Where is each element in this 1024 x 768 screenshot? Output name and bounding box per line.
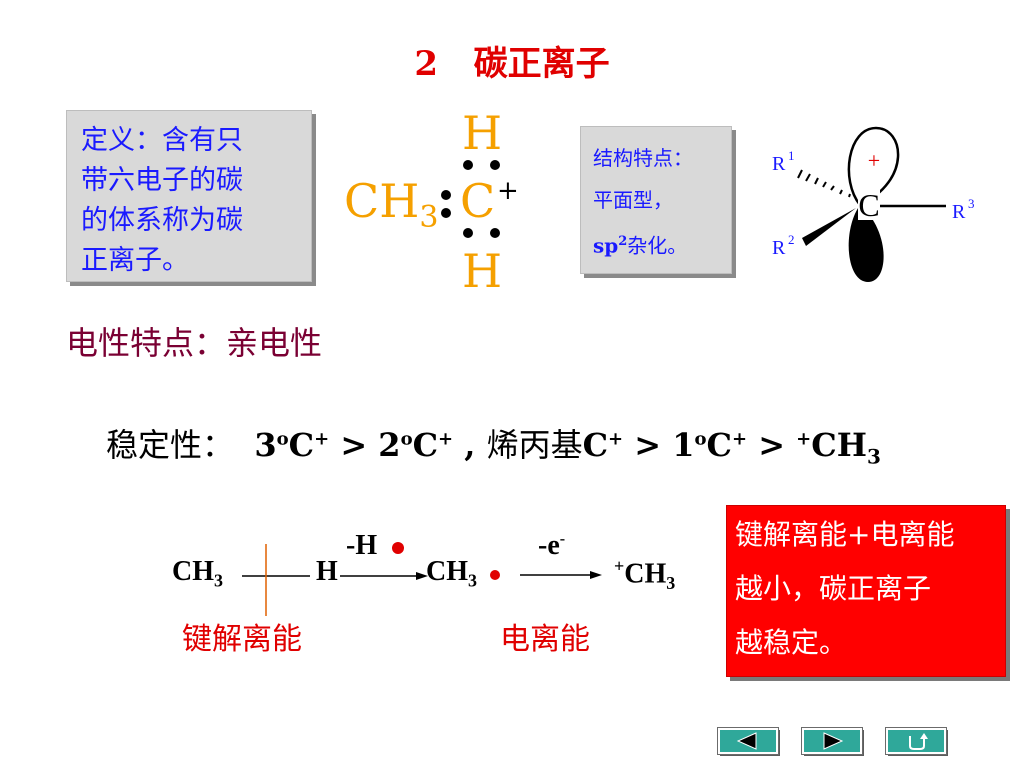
carbocation-geometry-diagram: C + R 1 R 2 R 3: [772, 126, 975, 282]
sp-text: sp: [593, 233, 619, 258]
r3-sup: 3: [968, 196, 975, 211]
definition-line-4: 正离子。: [81, 245, 189, 276]
r1-sup: 1: [788, 148, 795, 163]
lewis-sub3: 3: [419, 200, 439, 235]
r1-label: R: [772, 153, 786, 175]
minus-e-label: -e-: [538, 530, 566, 561]
plus-charge: +: [868, 148, 880, 173]
return-button[interactable]: [885, 727, 947, 755]
electron-dot: [463, 228, 473, 238]
carbon-bg: [858, 190, 880, 220]
structure-line-1: 结构特点：: [593, 146, 693, 170]
electron-dot: [490, 228, 500, 238]
reaction-lines: [242, 544, 428, 616]
r3-label: R: [952, 201, 966, 223]
structure-line-3: sp2杂化。: [593, 221, 723, 267]
radical-dot: [490, 570, 500, 580]
gt-3: >: [747, 426, 797, 464]
arrow-2-head: [590, 571, 602, 579]
conclusion-line-2: 越小，碳正离子: [735, 572, 932, 605]
reactant-ch3: CH3: [172, 556, 223, 591]
carbon-label: C: [858, 187, 879, 223]
definition-box: 定义：含有只 带六电子的碳 的体系称为碳 正离子。: [66, 110, 312, 282]
next-icon: [823, 732, 844, 750]
structure-line-2: 平面型，: [593, 188, 673, 212]
structure-box: 结构特点： 平面型， sp2杂化。: [580, 126, 732, 274]
hashed-bond-r1: [797, 169, 851, 198]
allyl: 烯丙基: [486, 426, 583, 464]
prev-button[interactable]: [717, 727, 779, 755]
sp-superscript: 2: [618, 234, 628, 249]
secondary: 2oC+: [378, 426, 454, 464]
electron-dot: [441, 190, 451, 200]
electron-dot: [490, 160, 500, 170]
return-icon: [909, 733, 928, 750]
lewis-ch3: CH3: [344, 174, 438, 235]
electron-dot: [463, 160, 473, 170]
gt-1: >: [329, 426, 379, 464]
lewis-plus: +: [497, 176, 519, 206]
ionization-label: 电离能: [500, 622, 590, 657]
bond-dissociation-label: 键解离能: [182, 622, 302, 657]
conclusion-line-3: 越稳定。: [735, 626, 848, 659]
minus-h-label: -H: [346, 530, 378, 561]
definition-line-2: 带六电子的碳: [81, 165, 243, 196]
next-button[interactable]: [801, 727, 863, 755]
empty-p-orbital-lobe: [847, 126, 900, 207]
methyl-radical: CH3: [426, 556, 477, 591]
comma: ,: [453, 426, 487, 464]
allyl-c: C+: [582, 426, 624, 464]
lewis-c: C: [460, 174, 496, 228]
hybrid-text: 杂化。: [627, 233, 688, 258]
filled-orbital-lobe: [848, 205, 884, 282]
conclusion-line-1: 键解离能+电离能: [735, 518, 955, 551]
definition-line-3: 的体系称为碳: [81, 205, 243, 236]
lewis-h-bottom: H: [462, 244, 503, 298]
stability-label: 稳定性：: [106, 426, 235, 464]
primary: 1oC+: [672, 426, 748, 464]
arrow-1-head: [416, 572, 428, 580]
electron-dot: [441, 208, 451, 218]
arrow-2: [520, 571, 602, 579]
methyl: +CH3: [796, 426, 881, 469]
prev-icon: [736, 732, 757, 750]
wedge-bond-r2: [802, 208, 856, 246]
lewis-ch: CH: [344, 174, 420, 228]
definition-line-1: 定义：含有只: [81, 125, 243, 156]
tertiary: 3oC+: [254, 426, 330, 464]
reactant-h: H: [316, 556, 338, 587]
conclusion-box: 键解离能+电离能 越小，碳正离子 越稳定。: [726, 505, 1006, 677]
page-title: 2 碳正离子: [414, 44, 610, 84]
stability-order: 稳定性： 3oC+ > 2oC+ , 烯丙基C+ > 1oC+ > +CH3: [106, 420, 881, 468]
lewis-h-top: H: [462, 106, 503, 160]
electric-property: 电性特点：亲电性: [66, 324, 323, 362]
r2-sup: 2: [788, 232, 795, 247]
methyl-cation: +CH3: [614, 556, 676, 593]
radical-dot: [392, 542, 404, 554]
r2-label: R: [772, 237, 786, 259]
gt-2: >: [623, 426, 673, 464]
